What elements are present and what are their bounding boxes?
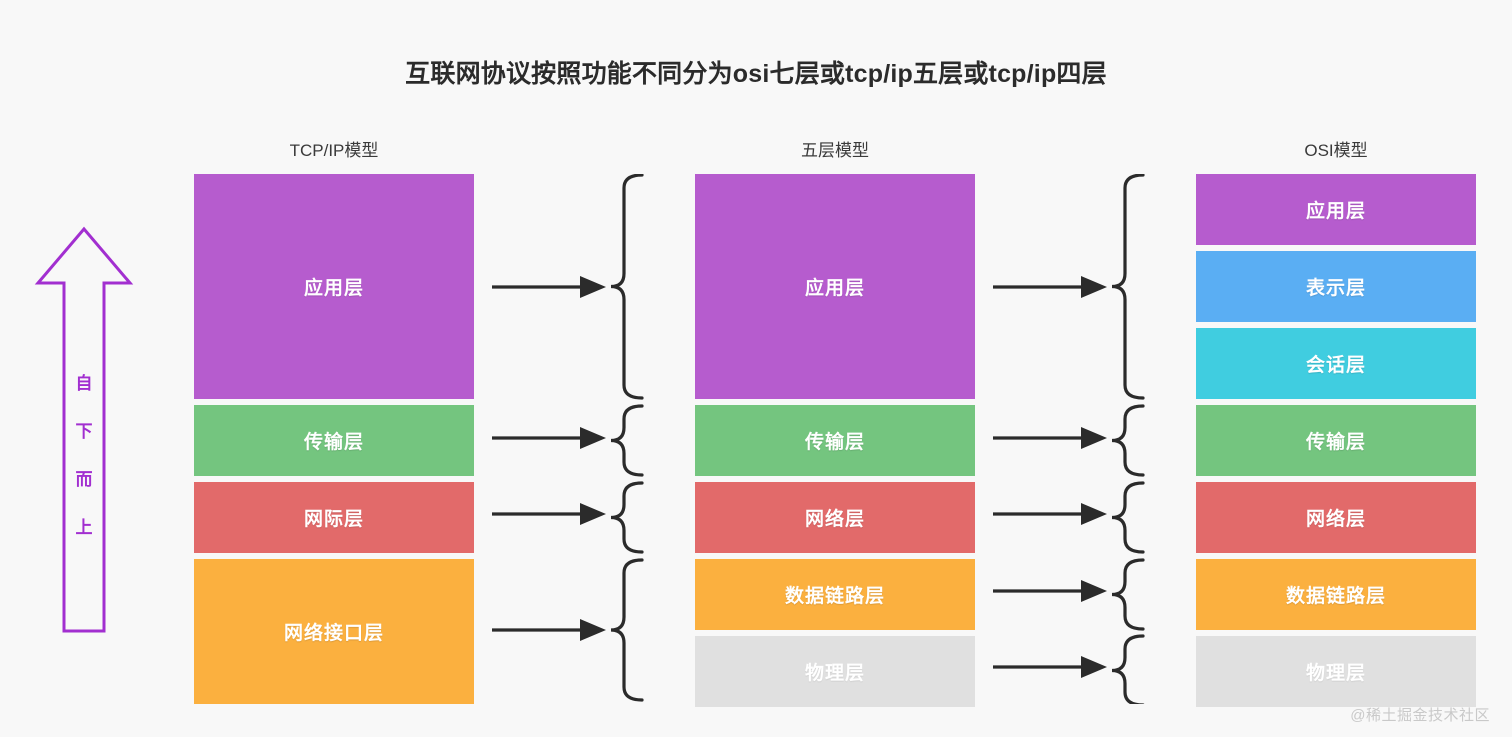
bottom-up-arrow-icon <box>34 226 134 633</box>
arrow-head-icon <box>580 427 606 449</box>
arrow-head-icon <box>580 276 606 298</box>
layer-label: 数据链路层 <box>784 586 885 607</box>
curly-brace-icon <box>610 174 644 400</box>
connector-mapping <box>993 558 1145 631</box>
layer-label: 数据链路层 <box>1285 586 1386 607</box>
layer-box[interactable]: 应用层 <box>695 174 975 399</box>
layer-label: 网际层 <box>303 509 364 530</box>
layer-label: 应用层 <box>303 278 364 299</box>
connector-group-tcpip-to-five <box>474 174 695 704</box>
layer-stack-tcpip: 应用层传输层网际层网络接口层 <box>194 174 474 710</box>
layer-label: 表示层 <box>1305 278 1366 299</box>
connector-mapping <box>492 481 644 554</box>
arrow-head-icon <box>1081 276 1107 298</box>
layer-box[interactable]: 网络接口层 <box>194 559 474 704</box>
layer-label: 传输层 <box>303 432 364 453</box>
layer-box[interactable]: 传输层 <box>1196 405 1476 476</box>
layer-label: 网络层 <box>804 509 865 530</box>
layer-box[interactable]: 传输层 <box>695 405 975 476</box>
arrow-head-icon <box>1081 427 1107 449</box>
layer-box[interactable]: 网络层 <box>1196 482 1476 553</box>
bottom-up-arrow <box>34 225 134 635</box>
connector-mapping <box>492 174 644 400</box>
layer-box[interactable]: 应用层 <box>1196 174 1476 245</box>
watermark: @稀土掘金技术社区 <box>1350 707 1490 724</box>
connector-mapping <box>993 481 1145 554</box>
curly-brace-icon <box>1111 634 1145 704</box>
layer-box[interactable]: 会话层 <box>1196 328 1476 399</box>
connector-mapping <box>993 634 1145 704</box>
vtext-char-2: 而 <box>75 470 93 489</box>
vtext-char-3: 上 <box>75 518 93 537</box>
curly-brace-icon <box>1111 174 1145 400</box>
layer-label: 会话层 <box>1305 355 1366 376</box>
curly-brace-icon <box>610 558 644 702</box>
vtext-char-1: 下 <box>75 422 93 441</box>
layer-stack-osi: 应用层表示层会话层传输层网络层数据链路层物理层 <box>1196 174 1476 713</box>
layer-label: 传输层 <box>1305 432 1366 453</box>
column-header-five-layer: 五层模型 <box>801 141 869 160</box>
arrow-head-icon <box>1081 656 1107 678</box>
curly-brace-icon <box>1111 404 1145 477</box>
connector-group-five-to-osi <box>975 174 1196 704</box>
layer-box[interactable]: 数据链路层 <box>695 559 975 630</box>
arrow-head-icon <box>580 619 606 641</box>
layer-box[interactable]: 网际层 <box>194 482 474 553</box>
layer-label: 物理层 <box>1305 663 1366 684</box>
connector-mapping <box>492 558 644 702</box>
connector-mapping <box>492 404 644 477</box>
layer-box[interactable]: 表示层 <box>1196 251 1476 322</box>
layer-box[interactable]: 数据链路层 <box>1196 559 1476 630</box>
arrow-head-icon <box>1081 503 1107 525</box>
bottom-up-arrow-label: 自 下 而 上 <box>68 360 100 552</box>
layer-box[interactable]: 传输层 <box>194 405 474 476</box>
layer-box[interactable]: 应用层 <box>194 174 474 399</box>
layer-box[interactable]: 网络层 <box>695 482 975 553</box>
layer-label: 物理层 <box>804 663 865 684</box>
curly-brace-icon <box>610 404 644 477</box>
connector-svg <box>492 174 644 702</box>
connector-svg <box>993 174 1145 704</box>
column-header-osi: OSI模型 <box>1304 141 1368 160</box>
connector-mapping <box>993 404 1145 477</box>
layer-label: 应用层 <box>804 278 865 299</box>
curly-brace-icon <box>1111 481 1145 554</box>
arrow-head-icon <box>1081 580 1107 602</box>
layer-label: 应用层 <box>1305 201 1366 222</box>
layer-label: 传输层 <box>804 432 865 453</box>
layer-box[interactable]: 物理层 <box>1196 636 1476 707</box>
arrow-head-icon <box>580 503 606 525</box>
curly-brace-icon <box>1111 558 1145 631</box>
layer-label: 网络接口层 <box>283 623 384 644</box>
layer-box[interactable]: 物理层 <box>695 636 975 707</box>
page-title: 互联网协议按照功能不同分为osi七层或tcp/ip五层或tcp/ip四层 <box>405 60 1107 88</box>
column-header-tcpip: TCP/IP模型 <box>289 141 379 160</box>
vtext-char-0: 自 <box>75 374 93 393</box>
curly-brace-icon <box>610 481 644 554</box>
layer-stack-five-layer: 应用层传输层网络层数据链路层物理层 <box>695 174 975 713</box>
layer-label: 网络层 <box>1305 509 1366 530</box>
connector-mapping <box>993 174 1145 400</box>
